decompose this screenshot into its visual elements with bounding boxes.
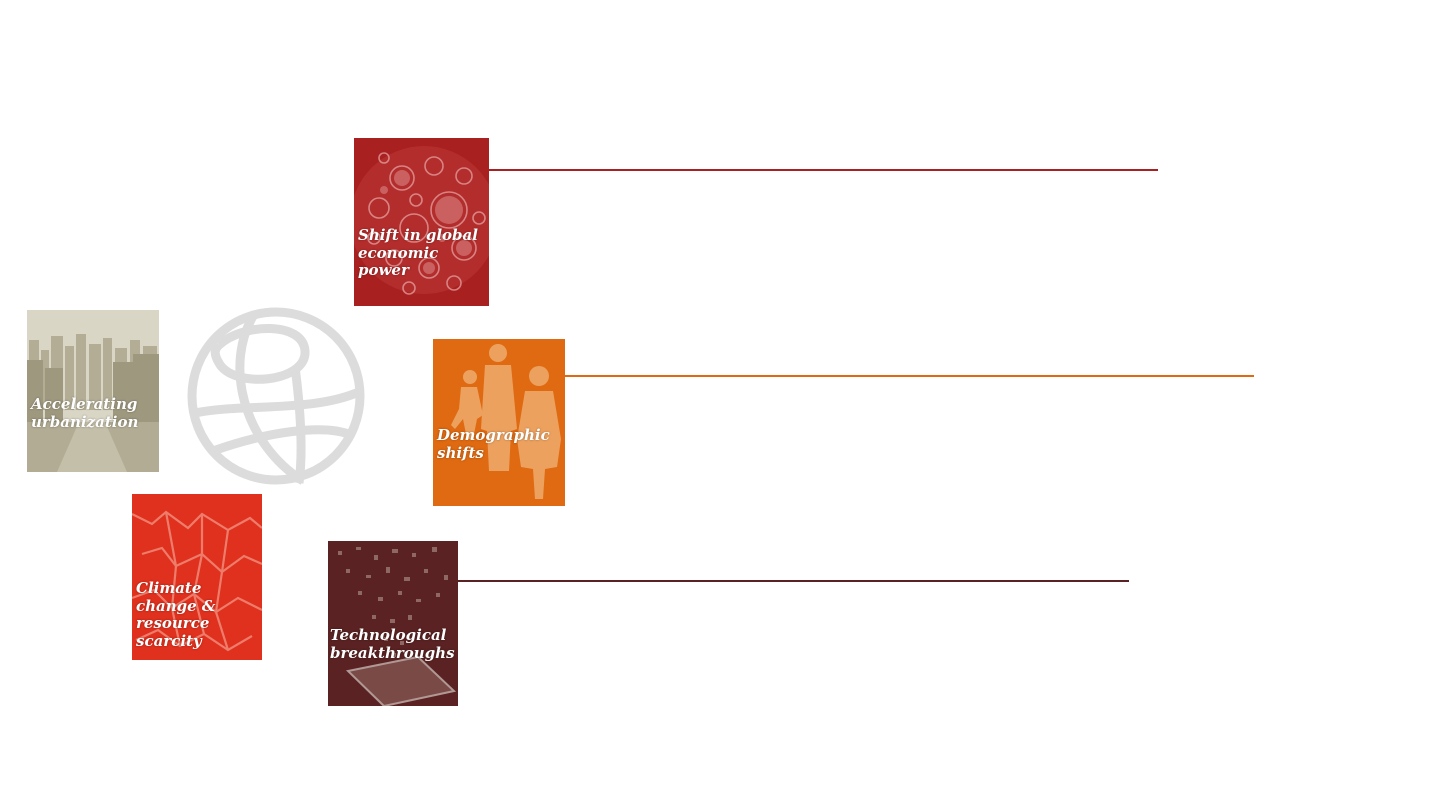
tablet-particles-icon <box>338 547 457 706</box>
urbanization-label: Accelerating urbanization <box>31 395 139 431</box>
city-skyline-icon <box>27 310 159 472</box>
economic-power-label: Shift in global economic power <box>358 226 478 279</box>
demographic-label: Demographic shifts <box>437 426 550 462</box>
climate-label: Climate change & resource scarcity <box>136 579 216 650</box>
technology-connector <box>458 580 1129 582</box>
economic-power-tile: Shift in global economic power <box>354 138 489 306</box>
demographic-tile: Demographic shifts <box>433 339 565 506</box>
sphere-bubbles-icon <box>354 146 489 295</box>
technology-label: Technological breakthroughs <box>330 626 455 662</box>
demographic-connector <box>565 375 1254 377</box>
climate-tile: Climate change & resource scarcity <box>132 494 262 660</box>
people-silhouette-icon <box>451 344 561 499</box>
globe-icon <box>187 307 365 485</box>
urbanization-tile: Accelerating urbanization <box>27 310 159 472</box>
technology-tile: Technological breakthroughs <box>328 541 458 706</box>
cracked-earth-icon <box>132 510 262 652</box>
economic-power-connector <box>489 169 1158 171</box>
